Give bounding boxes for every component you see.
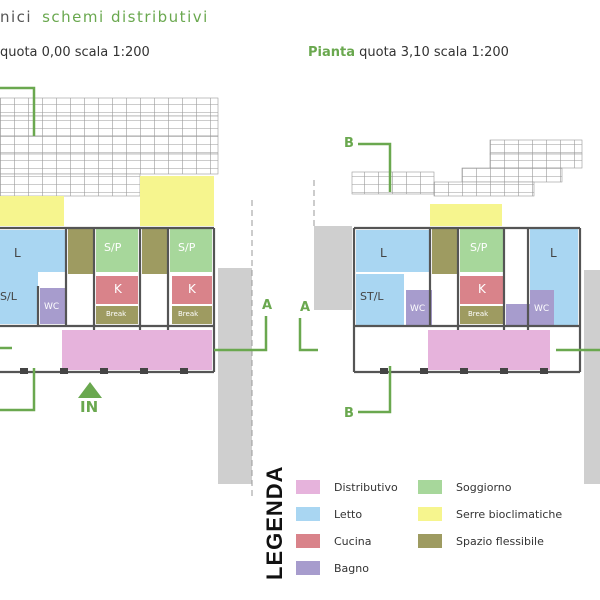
spazio-flessibile xyxy=(432,228,458,274)
plan-right xyxy=(298,139,600,484)
legend-swatch xyxy=(296,561,320,575)
spazio-flessibile xyxy=(68,228,94,274)
legend-label: Cucina xyxy=(334,534,372,548)
room-label-letto: L xyxy=(380,246,387,260)
legend-swatch xyxy=(418,534,442,548)
room-soggiorno-letto xyxy=(0,272,38,324)
room-label-cucina: K xyxy=(114,282,122,296)
room-label-soggiorno: S/P xyxy=(104,241,122,254)
plan-left xyxy=(0,86,268,500)
serra-left-1 xyxy=(0,196,64,226)
room-letto xyxy=(0,230,66,272)
section-title: schemi distributivi xyxy=(42,8,209,26)
room-soggiorno xyxy=(460,228,504,272)
section-mark-a: A xyxy=(262,298,273,313)
adjacent-building xyxy=(218,268,252,484)
room-soggiorno xyxy=(170,228,212,272)
room-label-bagno: WC xyxy=(410,304,426,314)
entrance-label: IN xyxy=(80,398,99,416)
legend-swatch xyxy=(296,480,320,494)
plan-right-title-bold: Pianta xyxy=(308,45,355,60)
legend-item-cucina: Cucina xyxy=(296,534,371,548)
plan-left-title: quota 0,00 scala 1:200 xyxy=(0,45,150,60)
spazio-flessibile xyxy=(142,228,168,274)
section-mark-b: B xyxy=(344,406,354,421)
room-label-cucina: K xyxy=(478,282,486,296)
room-bagno xyxy=(406,290,432,326)
serra-right xyxy=(430,204,502,226)
room-label-break: Break xyxy=(178,310,199,318)
legend-swatch xyxy=(418,507,442,521)
distributivo xyxy=(428,330,550,370)
room-label-soggiorno: S/P xyxy=(470,241,488,254)
entrance-arrow-icon xyxy=(78,382,102,398)
legend-swatch xyxy=(296,534,320,548)
legend-label: Distributivo xyxy=(334,480,398,494)
break-area xyxy=(460,306,504,324)
room-label-soggiorno: S/P xyxy=(178,241,196,254)
legend-heading: LEGENDA xyxy=(262,465,287,582)
room-label-bagno: WC xyxy=(534,304,550,314)
adjacent-building xyxy=(584,270,600,484)
plan-right-title: Pianta quota 3,10 scala 1:200 xyxy=(308,45,509,60)
legend-swatch xyxy=(418,480,442,494)
legend-label: Bagno xyxy=(334,561,369,575)
adjacent-building xyxy=(314,226,352,310)
room-cucina xyxy=(172,276,212,304)
legend-item-bagno: Bagno xyxy=(296,561,369,575)
room-soggiorno xyxy=(96,228,138,272)
room-cucina xyxy=(460,276,504,304)
room-label-break: Break xyxy=(106,310,127,318)
legend-swatch xyxy=(296,507,320,521)
distributivo xyxy=(62,330,212,370)
legend-label: Soggiorno xyxy=(456,480,512,494)
legend-label: Letto xyxy=(334,507,363,521)
section-mark-a: A xyxy=(300,300,311,315)
section-mark-b: B xyxy=(344,136,354,151)
room-bagno xyxy=(530,290,554,326)
legend-item-distributivo: Distributivo xyxy=(296,480,398,494)
legend-item-spazio-flessibile: Spazio flessibile xyxy=(418,534,544,548)
room-label-letto: L xyxy=(14,246,21,260)
room-cucina xyxy=(96,276,138,304)
legend-item-letto: Letto xyxy=(296,507,362,521)
header-fragment: nici xyxy=(0,8,33,26)
room-bagno xyxy=(40,288,66,324)
break-area xyxy=(172,306,212,324)
room-label-soggiorno-letto: ST/L xyxy=(360,290,384,303)
room-label-break: Break xyxy=(468,310,489,318)
legend-label: Serre bioclimatiche xyxy=(456,507,563,521)
room-label-letto: L xyxy=(550,246,557,260)
room-label-soggiorno-letto: S/L xyxy=(0,290,17,303)
room-soggiorno-letto xyxy=(356,274,404,326)
room-label-bagno: WC xyxy=(44,302,60,312)
section-header: nici schemi distributivi xyxy=(0,8,209,26)
break-area xyxy=(96,306,138,324)
legend-item-serre: Serre bioclimatiche xyxy=(418,507,562,521)
room-bagno xyxy=(506,304,530,326)
serra-left-2 xyxy=(140,176,214,226)
plan-left-title-text: quota 0,00 scala 1:200 xyxy=(0,45,150,60)
legend-label: Spazio flessibile xyxy=(456,534,544,548)
plan-right-title-text: quota 3,10 scala 1:200 xyxy=(359,45,509,60)
legend-heading-text: LEGENDA xyxy=(262,465,287,580)
room-letto xyxy=(356,230,430,272)
room-label-cucina: K xyxy=(188,282,196,296)
legend-item-soggiorno: Soggiorno xyxy=(418,480,512,494)
